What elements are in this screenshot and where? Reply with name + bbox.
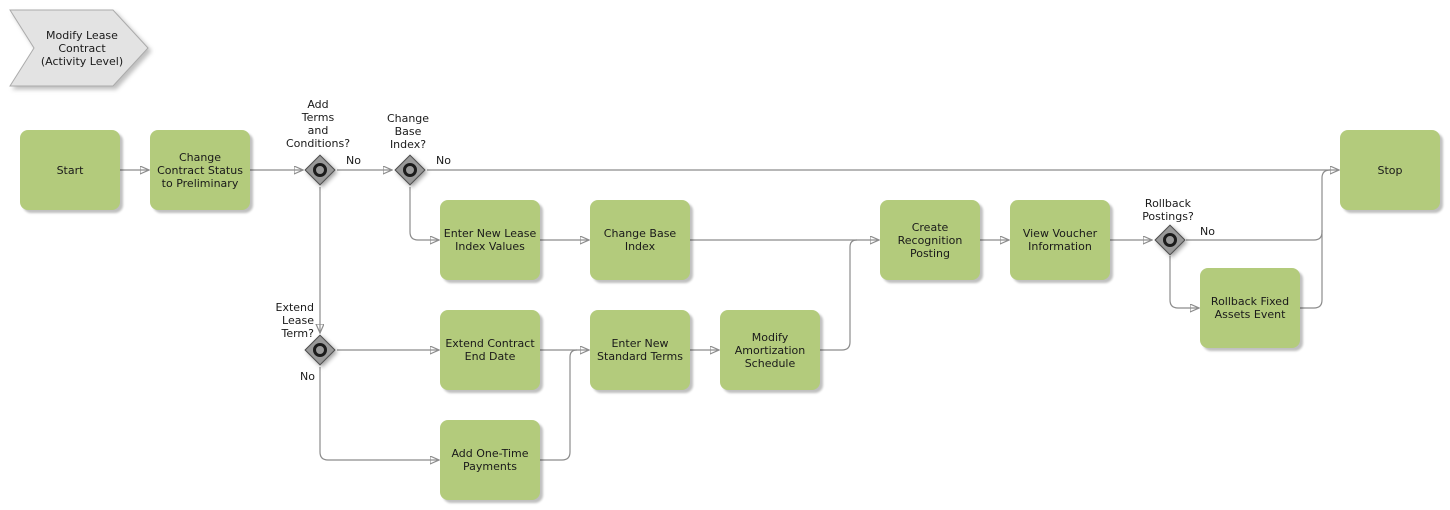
gateway-circle-icon: [403, 163, 417, 177]
gateway-circle-icon: [313, 343, 327, 357]
gateway-change-base-index[interactable]: [394, 154, 426, 186]
task-change-base-index[interactable]: Change Base Index: [590, 200, 690, 280]
gateway-extend-lease-term[interactable]: [304, 334, 336, 366]
task-add-one-time-payments[interactable]: Add One-Time Payments: [440, 420, 540, 500]
branch-label-no-add-terms: No: [346, 154, 361, 167]
branch-label-no-rollback-postings: No: [1200, 225, 1215, 238]
connector-gw3-no-to-add-payments: [319, 367, 439, 460]
task-extend-contract-end-date[interactable]: Extend Contract End Date: [440, 310, 540, 390]
task-enter-new-lease-index-values[interactable]: Enter New Lease Index Values: [440, 200, 540, 280]
branch-label-no-extend-lease-term: No: [300, 370, 315, 383]
task-create-recognition-posting[interactable]: Create Recognition Posting: [880, 200, 980, 280]
connector-add-payments-to-standard-terms: [540, 349, 578, 461]
task-view-voucher-information[interactable]: View Voucher Information: [1010, 200, 1110, 280]
connector-gw4-yes-to-rollback-event: [1169, 256, 1199, 308]
gateway-label-rollback-postings: Rollback Postings?: [1142, 197, 1194, 223]
task-start[interactable]: Start: [20, 130, 120, 210]
gateway-rollback-postings[interactable]: [1154, 224, 1186, 256]
connector-modify-amortization-to-create-posting: [820, 239, 858, 351]
task-change-contract-status[interactable]: Change Contract Status to Preliminary: [150, 130, 250, 210]
gateway-add-terms-and-conditions[interactable]: [304, 154, 336, 186]
banner-chevron-shape: [9, 9, 149, 87]
connector-rollback-event-to-stop: [1300, 230, 1323, 309]
gateway-label-extend-lease-term: Extend Lease Term?: [275, 301, 315, 340]
process-title: Modify Lease Contract (Activity Level): [40, 29, 124, 68]
connector-gw2-yes-to-enter-lease-index: [409, 187, 439, 240]
task-enter-new-standard-terms[interactable]: Enter New Standard Terms: [590, 310, 690, 390]
gateway-label-add-terms-and-conditions: Add Terms and Conditions?: [285, 98, 351, 150]
gateway-circle-icon: [313, 163, 327, 177]
gateway-circle-icon: [1163, 233, 1177, 247]
process-title-banner: Modify Lease Contract (Activity Level): [0, 0, 160, 100]
task-rollback-fixed-assets-event[interactable]: Rollback Fixed Assets Event: [1200, 268, 1300, 348]
gateway-label-change-base-index: Change Base Index?: [386, 112, 430, 151]
branch-label-no-change-base-index: No: [436, 154, 451, 167]
task-stop[interactable]: Stop: [1340, 130, 1440, 210]
task-modify-amortization-schedule[interactable]: Modify Amortization Schedule: [720, 310, 820, 390]
